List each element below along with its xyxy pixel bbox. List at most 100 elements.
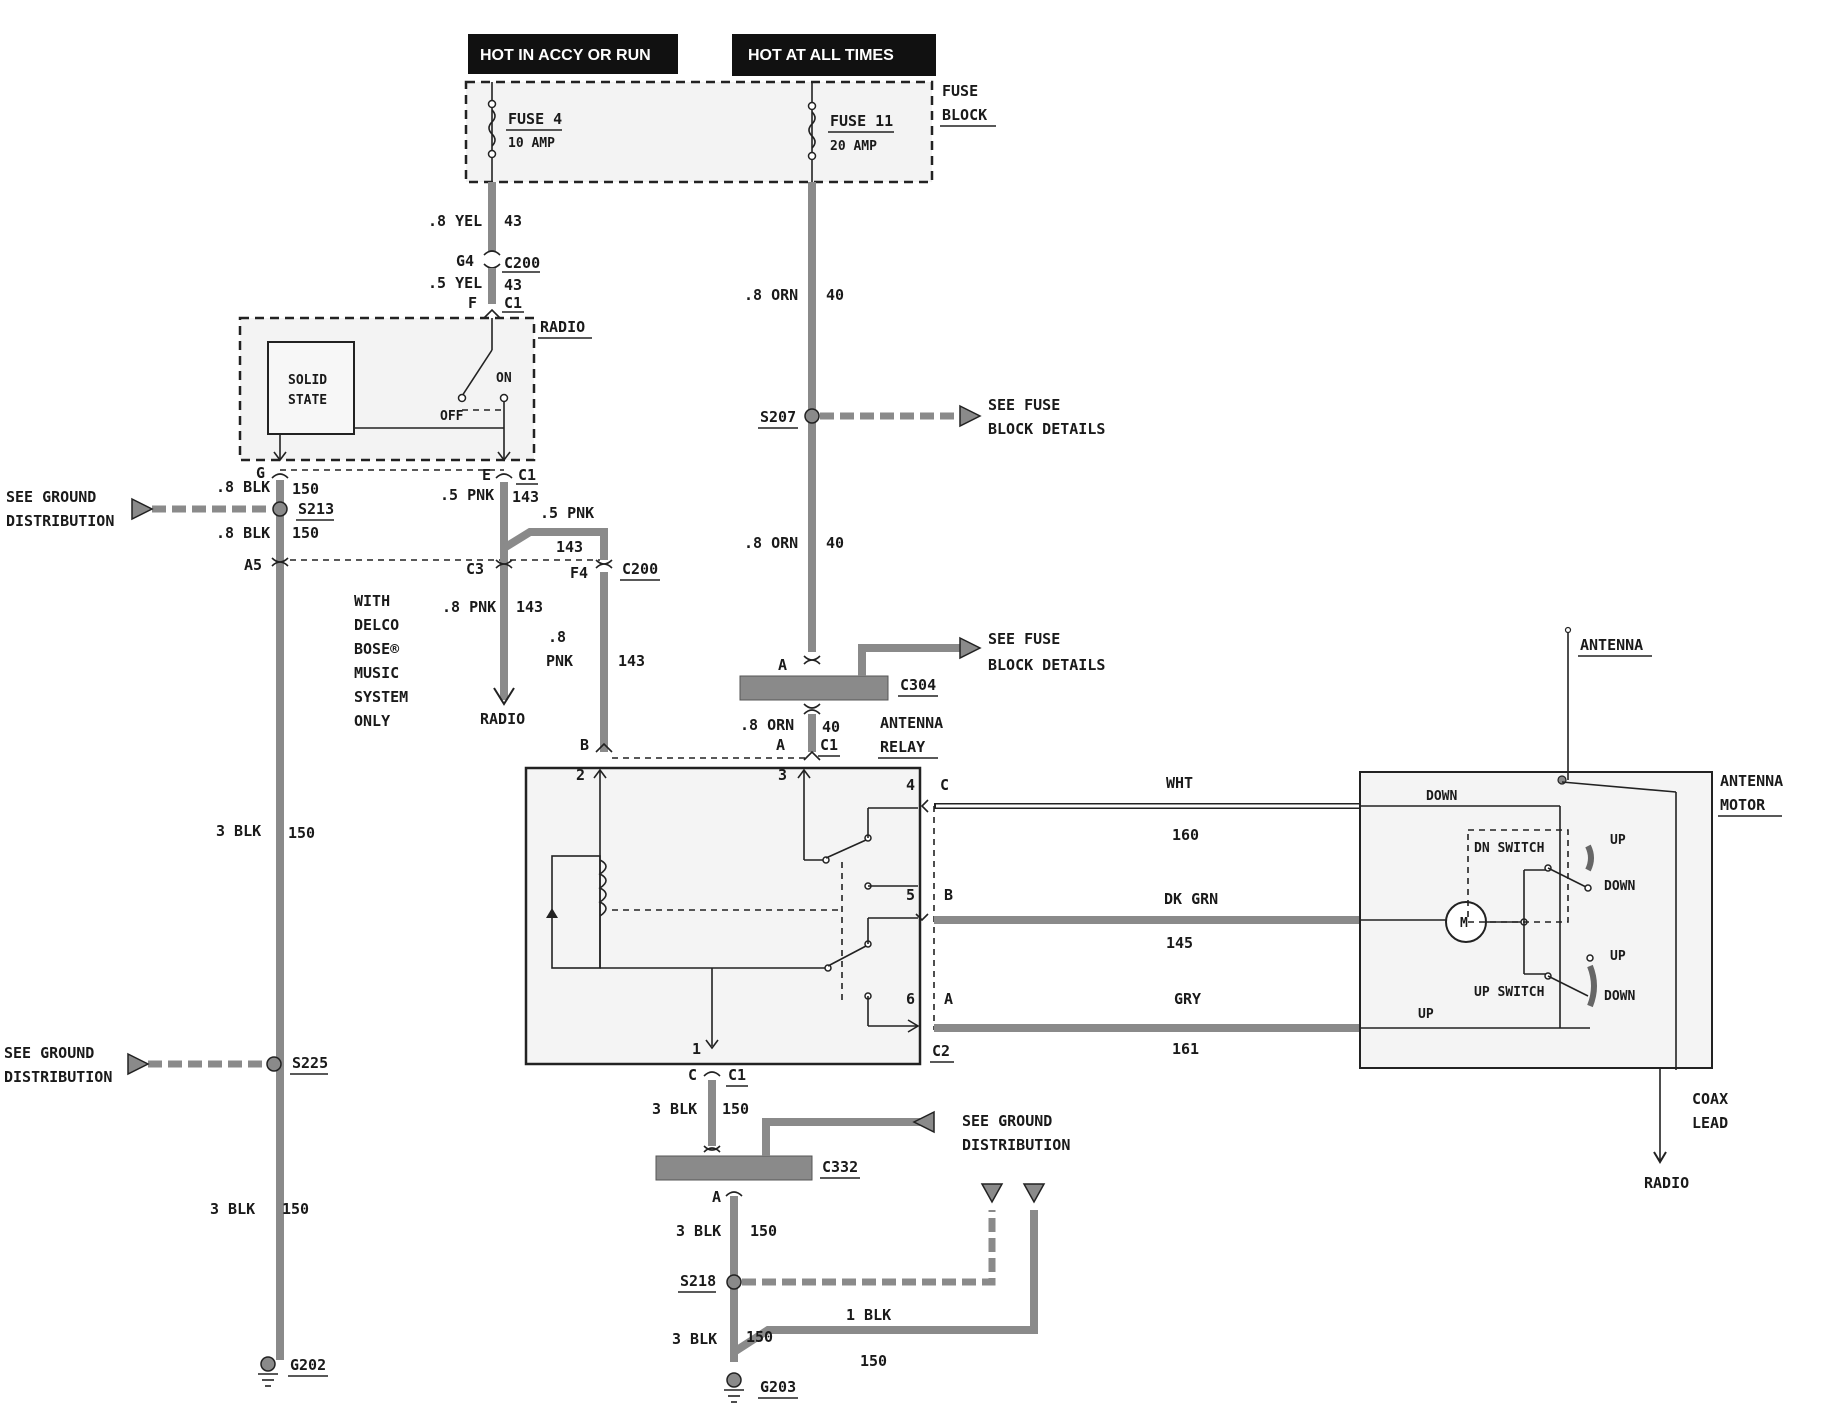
wire-orn-mid-num: 40 xyxy=(826,534,844,552)
wire-blk3-g203-num: 150 xyxy=(746,1328,773,1346)
antenna-relay-box xyxy=(524,766,922,1066)
antenna-label: ANTENNA xyxy=(1580,636,1643,654)
wire-blk3-g203-label: 3 BLK xyxy=(672,1330,717,1348)
wire-orn-mid-label: .8 ORN xyxy=(744,534,798,552)
wire-pnk8-v2: PNK xyxy=(546,652,573,670)
splice-s218 xyxy=(726,1274,742,1290)
wire-143-num: 143 xyxy=(618,652,645,670)
ground-g202-label: G202 xyxy=(290,1356,326,1374)
radio-coax-label: RADIO xyxy=(1644,1174,1689,1192)
header-hot-accy-run xyxy=(468,34,678,74)
up-switch-label: UP SWITCH xyxy=(1474,985,1544,1000)
ground-note-1b: DISTRIBUTION xyxy=(6,512,114,530)
solid-state-1: SOLID xyxy=(288,373,327,388)
ground-g202 xyxy=(260,1356,276,1372)
wire-orn-lower-label: .8 ORN xyxy=(740,716,794,734)
motor-down-1: DOWN xyxy=(1604,879,1635,894)
wire-blk1-num: 150 xyxy=(860,1352,887,1370)
splice-s207-label: S207 xyxy=(760,408,796,426)
conn-c304: C304 xyxy=(900,676,936,694)
relay-label-1: ANTENNA xyxy=(880,714,943,732)
delco-note-3: BOSE® xyxy=(354,640,400,658)
conn-a-c304: A xyxy=(778,656,787,674)
motor-up-bottom: UP xyxy=(1418,1007,1434,1022)
relay-pin-3: 3 xyxy=(778,766,787,784)
motor-label-2: MOTOR xyxy=(1720,796,1766,814)
conn-c1-radio: C1 xyxy=(518,466,536,484)
wire-pnk5a-label: .5 PNK xyxy=(440,486,494,504)
delco-note-2: DELCO xyxy=(354,616,399,634)
conn-c1-relay: C1 xyxy=(820,736,838,754)
fuse-block-label-2: BLOCK xyxy=(942,106,987,124)
wire-blk3-lower-num: 150 xyxy=(282,1200,309,1218)
ground-arrow-2 xyxy=(127,1052,150,1076)
pin-b: B xyxy=(944,886,953,904)
wire-orn-lower-num: 40 xyxy=(822,718,840,736)
wire-blk8a-label: .8 BLK xyxy=(216,478,270,496)
wire-pnk8-label: .8 PNK xyxy=(442,598,496,616)
motor-up-2: UP xyxy=(1610,949,1626,964)
wire-gry-num: 161 xyxy=(1172,1040,1199,1058)
splice-s225 xyxy=(266,1056,282,1072)
see-fuse-1b: BLOCK DETAILS xyxy=(988,420,1105,438)
splice-s213-label: S213 xyxy=(298,500,334,518)
wire-yel8-label: .8 YEL xyxy=(428,212,482,230)
delco-note-6: ONLY xyxy=(354,712,390,730)
wire-wht-num: 160 xyxy=(1172,826,1199,844)
wire-orn-upper-label: .8 ORN xyxy=(744,286,798,304)
conn-c1-top: C1 xyxy=(504,294,522,312)
conn-b: B xyxy=(580,736,589,754)
motor-down-top: DOWN xyxy=(1426,789,1457,804)
dn-switch-label: DN SWITCH xyxy=(1474,841,1544,856)
wire-blk3-c1-label: 3 BLK xyxy=(652,1100,697,1118)
fuse4-rating: 10 AMP xyxy=(508,136,555,151)
dn-switch-box xyxy=(1467,829,1569,923)
conn-c200-mid: C200 xyxy=(622,560,658,578)
fuse11-rating: 20 AMP xyxy=(830,139,877,154)
ground-g203-label: G203 xyxy=(760,1378,796,1396)
wire-yel8-num: 43 xyxy=(504,212,522,230)
radio-out-arrow xyxy=(493,687,515,706)
conn-c-bottom: C xyxy=(688,1066,697,1084)
conn-a-c332: A xyxy=(712,1188,721,1206)
fuse-arrow-2 xyxy=(959,636,982,660)
switch-off-label: OFF xyxy=(440,409,464,424)
relay-pin-1: 1 xyxy=(692,1040,701,1058)
motor-up-1: UP xyxy=(1610,833,1626,848)
see-fuse-2b: BLOCK DETAILS xyxy=(988,656,1105,674)
wire-blk8a-num: 150 xyxy=(292,480,319,498)
conn-e: E xyxy=(482,466,491,484)
fuse11-symbol xyxy=(808,111,816,149)
wire-pnk8-v1: .8 xyxy=(548,628,566,646)
ground-note-3a: SEE GROUND xyxy=(962,1112,1052,1130)
wire-pnk5b-num: 143 xyxy=(556,538,583,556)
conn-g4: G4 xyxy=(456,252,474,270)
wire-blk3-lower-label: 3 BLK xyxy=(210,1200,255,1218)
wire-yel5-label: .5 YEL xyxy=(428,274,482,292)
delco-note-4: MUSIC xyxy=(354,664,399,682)
header-hot-all-times xyxy=(732,34,936,76)
conn-c1-bottom: C1 xyxy=(728,1066,746,1084)
wire-pnk8-num: 143 xyxy=(516,598,543,616)
pin-a: A xyxy=(944,990,953,1008)
relay-diode xyxy=(546,908,558,918)
ground-arrow-5 xyxy=(1022,1183,1046,1204)
ground-note-3b: DISTRIBUTION xyxy=(962,1136,1070,1154)
conn-a-c1: A xyxy=(776,736,785,754)
motor-label-1: ANTENNA xyxy=(1720,772,1783,790)
fuse-block-label-1: FUSE xyxy=(942,82,978,100)
wire-pnk5a-num: 143 xyxy=(512,488,539,506)
ground-note-2b: DISTRIBUTION xyxy=(4,1068,112,1086)
wire-dkgrn-num: 145 xyxy=(1166,934,1193,952)
conn-f: F xyxy=(468,294,477,312)
wire-blk8b-num: 150 xyxy=(292,524,319,542)
conn-a5: A5 xyxy=(244,556,262,574)
conn-c3: C3 xyxy=(466,560,484,578)
wire-dkgrn-label: DK GRN xyxy=(1164,890,1218,908)
conn-c2: C2 xyxy=(932,1042,950,1060)
wire-pnk5b-label: .5 PNK xyxy=(540,504,594,522)
see-fuse-1a: SEE FUSE xyxy=(988,396,1060,414)
fuse11-name: FUSE 11 xyxy=(830,112,893,130)
splice-s225-label: S225 xyxy=(292,1054,328,1072)
